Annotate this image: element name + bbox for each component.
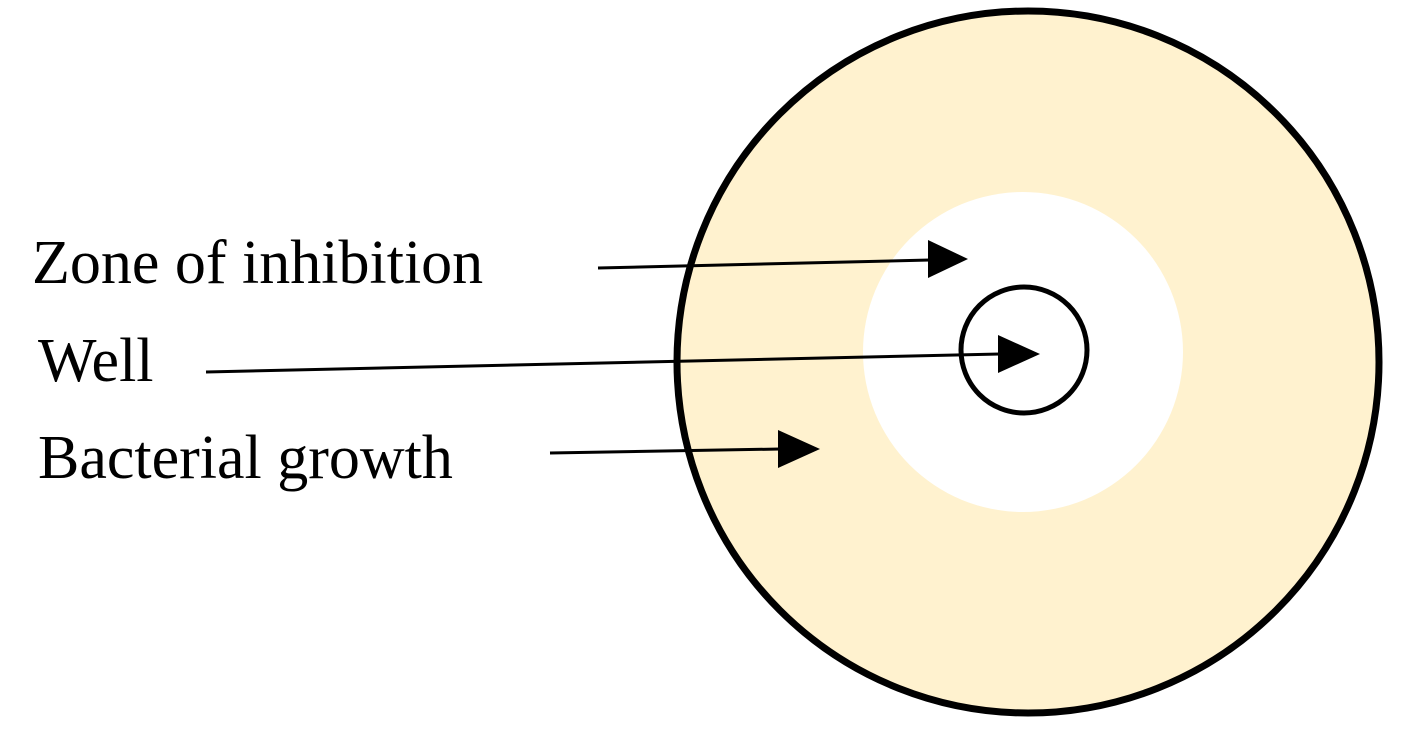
- arrow-zone-of-inhibition: [597, 240, 968, 278]
- label-well: Well: [38, 327, 154, 395]
- arrow-bacterial-growth: [549, 430, 820, 468]
- arrow-well: [205, 335, 1040, 374]
- label-zone-of-inhibition: Zone of inhibition: [32, 229, 484, 297]
- label-bacterial-growth: Bacterial growth: [38, 424, 453, 492]
